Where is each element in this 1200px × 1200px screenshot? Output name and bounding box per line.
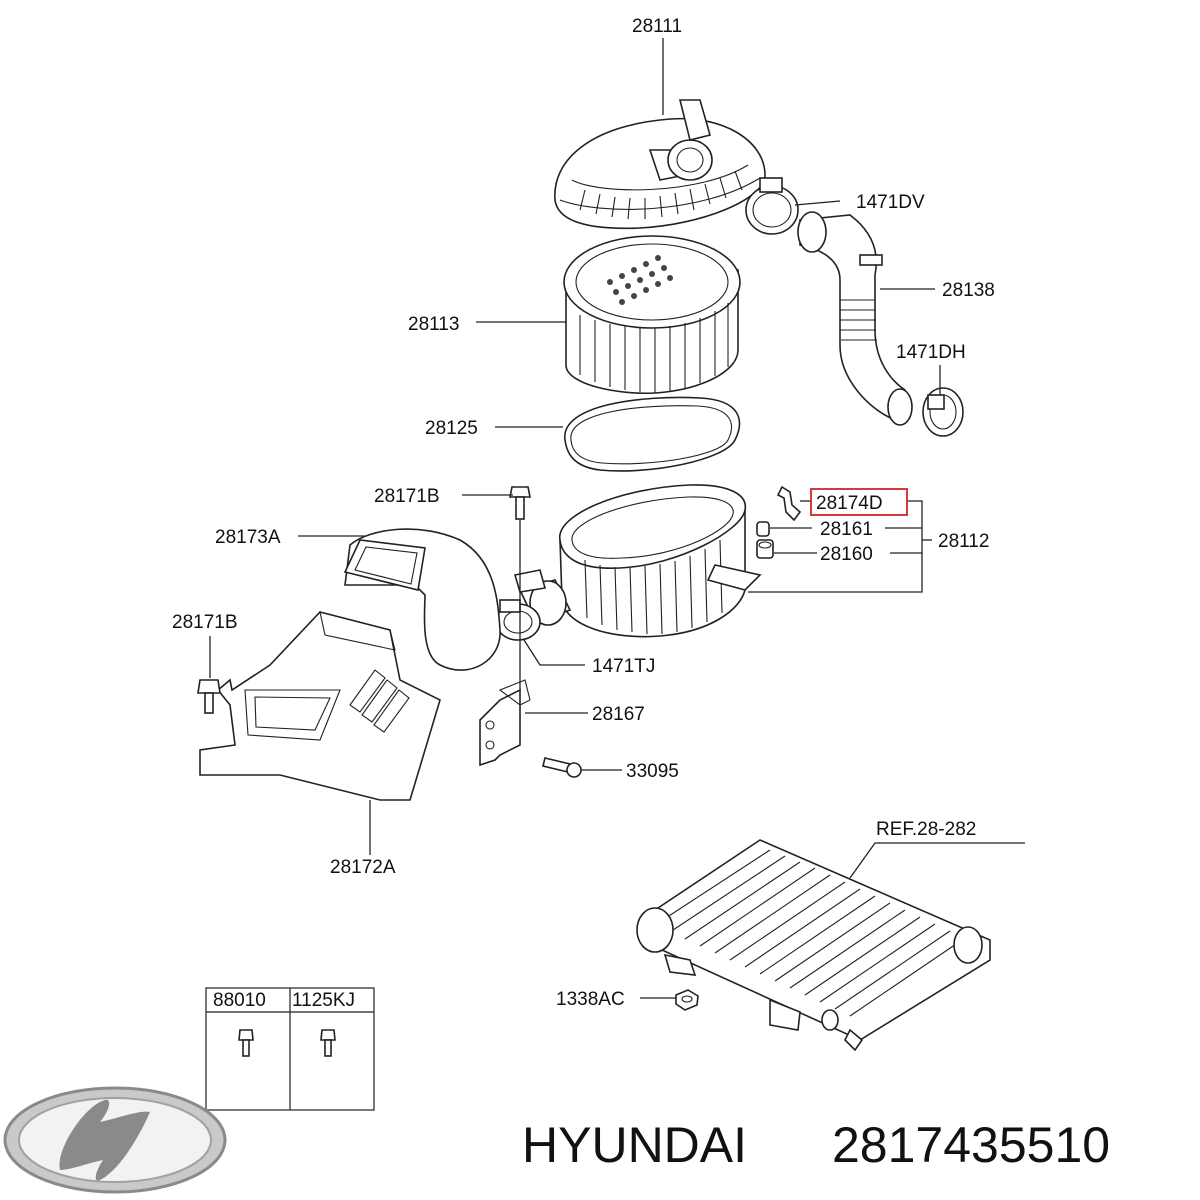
bracket-28167 — [479, 679, 531, 767]
clamp-1471dv — [745, 177, 799, 235]
air-cleaner-body — [513, 484, 762, 638]
hyundai-logo — [3, 1086, 227, 1194]
intake-hose — [797, 211, 913, 426]
label-28161: 28161 — [820, 519, 873, 540]
label-1471dh: 1471DH — [896, 342, 966, 363]
label-28174d: 28174D — [816, 493, 883, 514]
clamp-1471dh — [922, 387, 964, 437]
clip-28174d — [776, 485, 802, 522]
intercooler — [636, 839, 991, 1052]
table-col-88010: 88010 — [213, 990, 266, 1011]
highlight-box — [810, 488, 908, 516]
label-28171b-top: 28171B — [374, 486, 440, 507]
label-28160: 28160 — [820, 544, 873, 565]
label-28113: 28113 — [408, 314, 459, 335]
label-1471dv: 1471DV — [856, 192, 925, 213]
label-28111: 28111 — [632, 16, 682, 37]
label-1338ac: 1338AC — [556, 989, 625, 1010]
label-1471tj: 1471TJ — [592, 656, 655, 677]
nut-1338ac — [675, 989, 699, 1011]
label-28167: 28167 — [592, 704, 645, 725]
leader-lines — [209, 38, 1025, 999]
table-bolt-1125kj — [320, 1029, 336, 1057]
table-bolt-88010 — [238, 1029, 254, 1057]
label-28173a: 28173A — [215, 527, 281, 548]
air-filter-element — [563, 235, 741, 395]
mount-28160 — [756, 539, 774, 559]
label-28112: 28112 — [938, 531, 989, 552]
parts-table: 88010 1125KJ — [205, 987, 375, 1111]
grommet-28161 — [756, 521, 770, 537]
label-28171b-left: 28171B — [172, 612, 238, 633]
label-28138: 28138 — [942, 280, 995, 301]
bolt-28171b-left — [197, 679, 221, 714]
bolt-28171b-top — [509, 486, 531, 520]
air-cleaner-cover — [554, 99, 766, 230]
brand-name: HYUNDAI — [522, 1117, 747, 1173]
label-ref-28-282: REF.28-282 — [876, 819, 976, 840]
air-guide — [199, 611, 441, 801]
label-33095: 33095 — [626, 761, 679, 782]
label-28172a: 28172A — [330, 857, 396, 878]
part-number: 2817435510 — [832, 1117, 1110, 1173]
label-28125: 28125 — [425, 418, 478, 439]
part-labels: 28111 1471DV 28138 28113 1471DH 28125 28… — [172, 16, 995, 1010]
table-col-1125kj: 1125KJ — [292, 990, 355, 1011]
gasket — [564, 396, 741, 472]
bolt-33095 — [542, 757, 582, 778]
intake-duct — [343, 528, 501, 671]
